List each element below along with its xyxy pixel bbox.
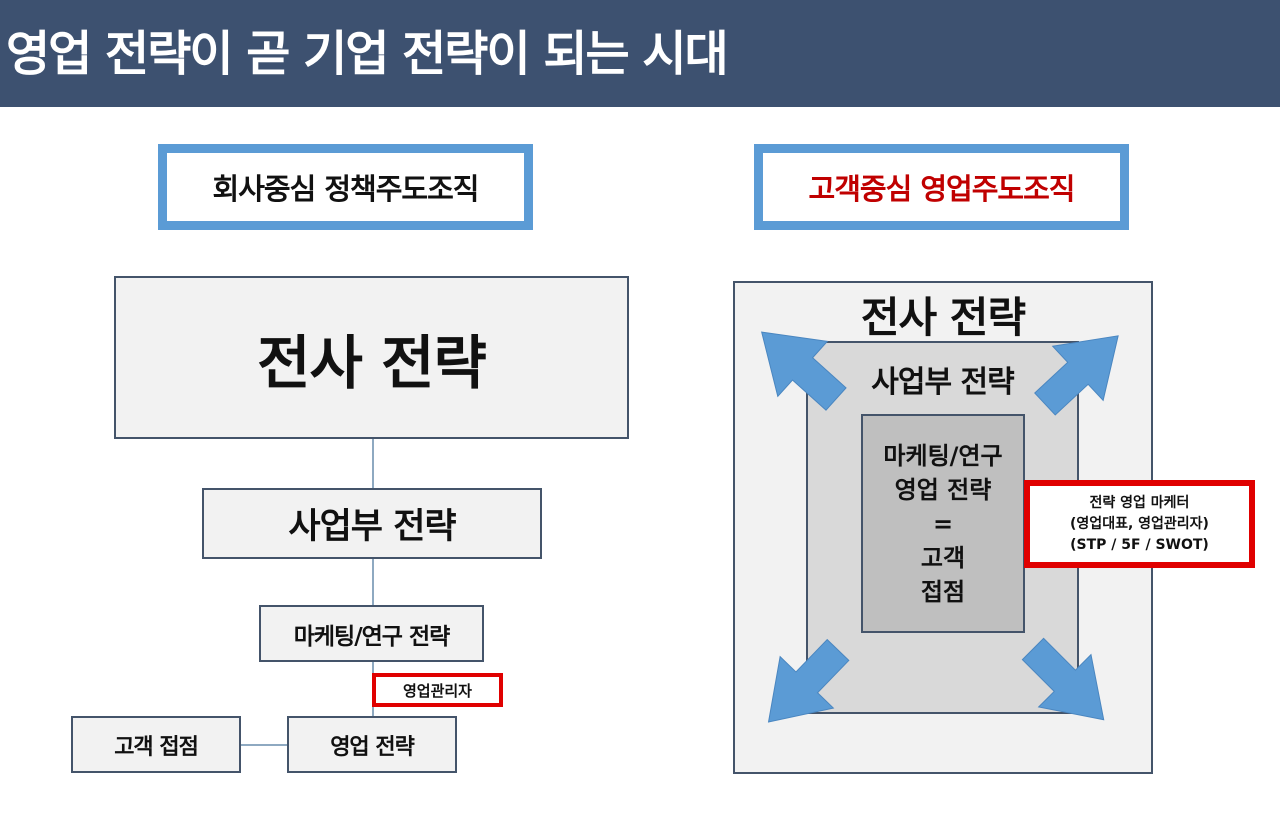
sales-manager-badge: 영업관리자	[372, 673, 503, 707]
left-corporate-strategy-text: 전사 전략	[257, 328, 487, 397]
page-title: 영업 전략이 곧 기업 전략이 되는 시대	[6, 26, 729, 82]
right-center-line-5: 접점	[920, 577, 966, 606]
left-business-strategy-box: 사업부 전략	[202, 488, 542, 559]
right-business-strategy-text: 사업부 전략	[871, 365, 1014, 400]
arrow-up-left-icon	[761, 331, 847, 411]
connector-business-marketing	[372, 559, 374, 606]
left-sales-strategy-text: 영업 전략	[330, 734, 415, 760]
right-center-line-4: 고객	[920, 543, 966, 572]
callout-line-2: (영업대표, 영업관리자)	[1070, 515, 1209, 532]
left-corporate-strategy-box: 전사 전략	[114, 276, 629, 439]
right-center-line-1: 마케팅/연구	[883, 441, 1003, 470]
right-corporate-strategy-text: 전사 전략	[860, 293, 1026, 342]
right-section-label-text: 고객중심 영업주도조직	[808, 172, 1076, 206]
left-customer-contact-box: 고객 접점	[71, 716, 241, 773]
title-banner: 영업 전략이 곧 기업 전략이 되는 시대	[0, 0, 1280, 107]
connector-customer-sales	[241, 744, 288, 746]
left-section-label-text: 회사중심 정책주도조직	[212, 172, 480, 206]
right-section-label: 고객중심 영업주도조직	[754, 144, 1129, 230]
arrow-down-left-icon	[767, 638, 850, 723]
connector-corporate-business	[372, 439, 374, 489]
left-customer-contact-text: 고객 접점	[114, 734, 199, 760]
left-marketing-strategy-box: 마케팅/연구 전략	[259, 605, 484, 662]
callout-line-3: (STP / 5F / SWOT)	[1070, 536, 1209, 553]
left-marketing-strategy-text: 마케팅/연구 전략	[293, 623, 451, 650]
sales-manager-badge-text: 영업관리자	[402, 681, 472, 700]
right-center-line-3: =	[932, 509, 954, 538]
left-section-label: 회사중심 정책주도조직	[158, 144, 533, 230]
arrow-down-right-icon	[1021, 637, 1105, 721]
right-center-box: 마케팅/연구 영업 전략 = 고객 접점	[861, 414, 1025, 633]
left-business-strategy-text: 사업부 전략	[288, 507, 456, 547]
left-sales-strategy-box: 영업 전략	[287, 716, 457, 773]
callout-line-1: 전략 영업 마케터	[1089, 494, 1190, 511]
arrow-up-right-icon	[1034, 335, 1119, 416]
right-center-line-2: 영업 전략	[894, 475, 992, 504]
strategic-sales-marketer-callout: 전략 영업 마케터 (영업대표, 영업관리자) (STP / 5F / SWOT…	[1024, 480, 1255, 568]
